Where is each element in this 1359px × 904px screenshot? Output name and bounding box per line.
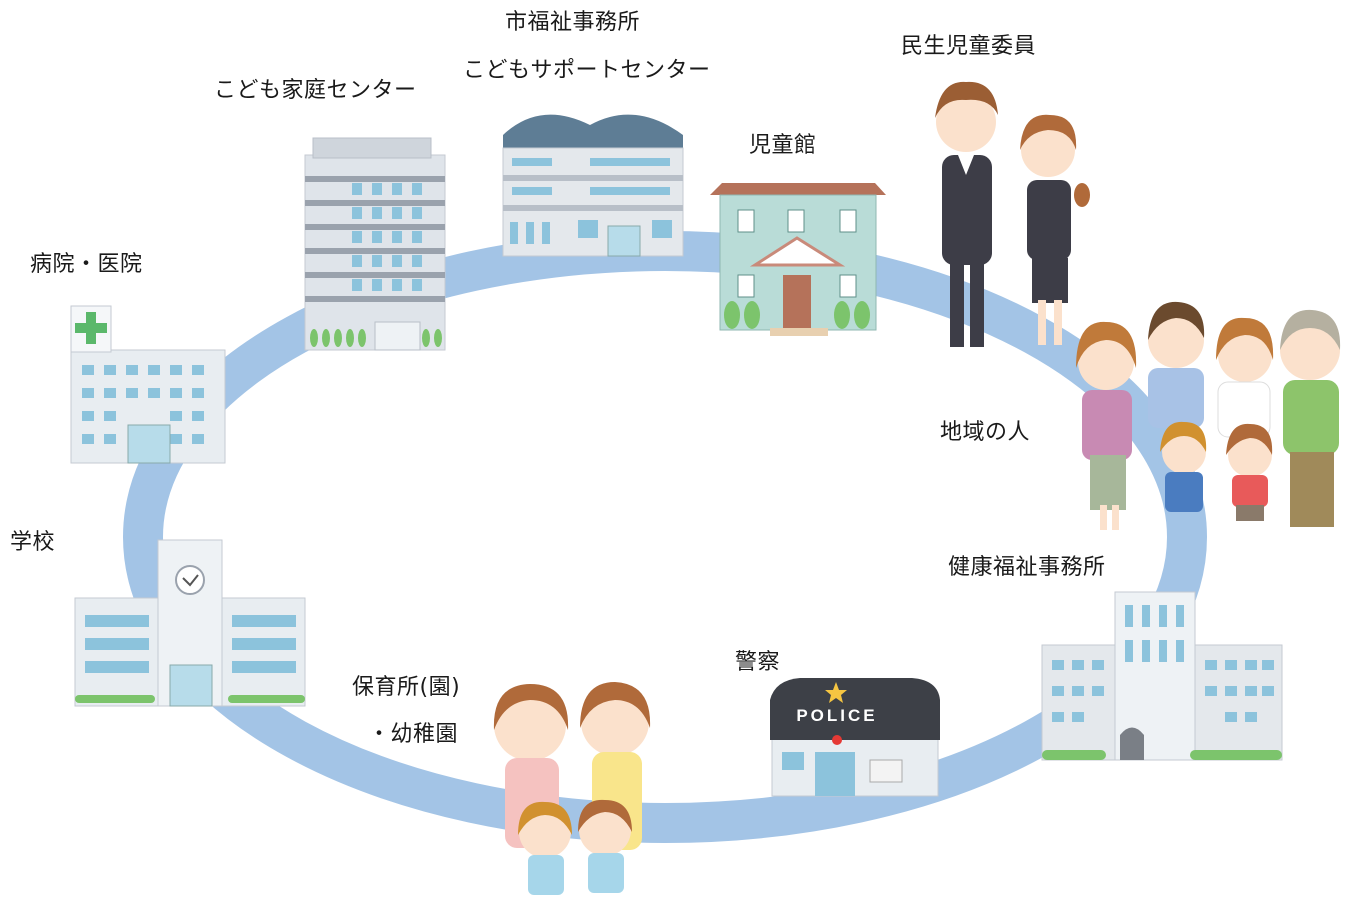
label-hospital: 病院・医院 [30,252,143,277]
label-city-welfare-office: 市福祉事務所 [505,10,641,35]
hospital-building-icon [70,305,226,464]
jidokan-building-icon [710,183,886,336]
label-kenko-fukushi-office: 健康福祉事務所 [948,555,1106,580]
label-community-people: 地域の人 [940,420,1031,445]
school-building-icon [74,539,306,707]
label-nursery-line2: ・幼稚園 [368,722,459,747]
label-police: 警察 [735,650,781,675]
kodomo-katei-center-building-icon [304,137,446,351]
label-jidokan: 児童館 [749,133,817,158]
label-kodomo-katei-center: こども家庭センター [214,78,417,103]
city-welfare-office-building-icon [502,114,684,257]
label-nursery-line1: 保育所(園) [352,675,461,700]
community-people-icon [1076,301,1341,530]
kenko-fukushi-office-building-icon [1041,591,1283,761]
nursery-teachers-children-icon [493,682,651,895]
connection-ring [123,231,1207,843]
label-school: 学校 [10,530,56,555]
police-station-building-icon: POLICE [770,678,940,797]
label-minsei-jido-iin: 民生児童委員 [901,34,1037,59]
police-sign-text: POLICE [796,706,877,725]
label-kodomo-support-center: こどもサポートセンター [463,58,711,83]
minsei-jido-iin-people-icon [935,81,1090,347]
